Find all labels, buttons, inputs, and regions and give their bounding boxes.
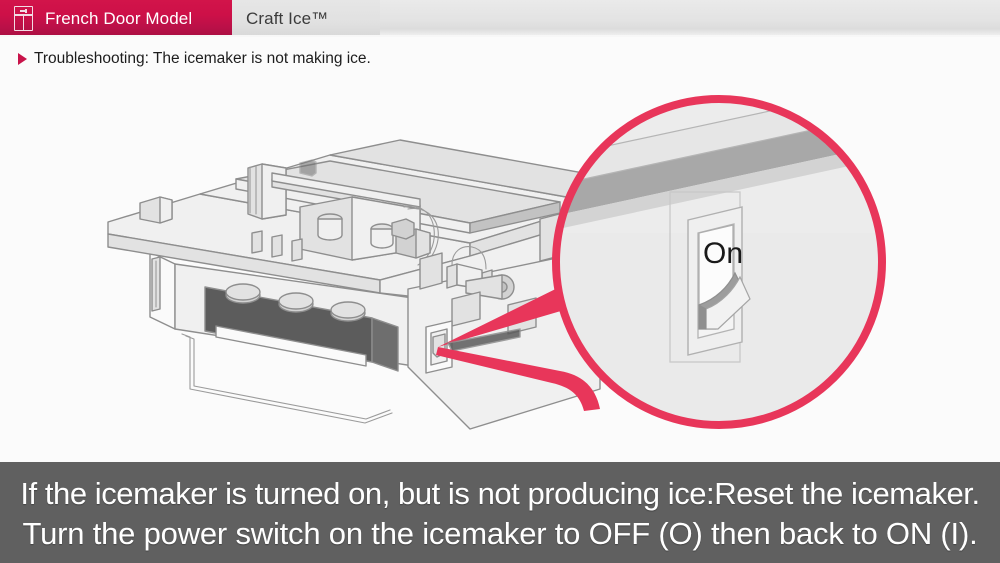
power-switch-small[interactable] [425, 320, 453, 374]
caption-line-2: Turn the power switch on the icemaker to… [22, 515, 978, 551]
tab-french-door-model-label: French Door Model [45, 8, 193, 28]
french-door-fridge-icon [14, 6, 33, 31]
caption-line-1: If the icemaker is turned on, but is not… [20, 475, 980, 511]
troubleshooting-text: Troubleshooting: The icemaker is not mak… [34, 50, 371, 67]
switch-on-label: On [703, 237, 743, 270]
troubleshooting-heading: Troubleshooting: The icemaker is not mak… [18, 50, 371, 68]
tab-craft-ice-label: Craft Ice™ [246, 8, 329, 28]
tab-french-door-model[interactable]: French Door Model [0, 0, 232, 37]
tab-bar: French Door Model Craft Ice™ [0, 0, 1000, 37]
icemaker-assembly-illustration: .ln { stroke:#8e8e8e; stroke-width:1.4; … [0, 37, 1000, 462]
caption-bar: If the icemaker is turned on, but is not… [0, 462, 1000, 563]
tab-craft-ice[interactable]: Craft Ice™ [232, 0, 380, 37]
triangle-right-icon [18, 53, 27, 65]
